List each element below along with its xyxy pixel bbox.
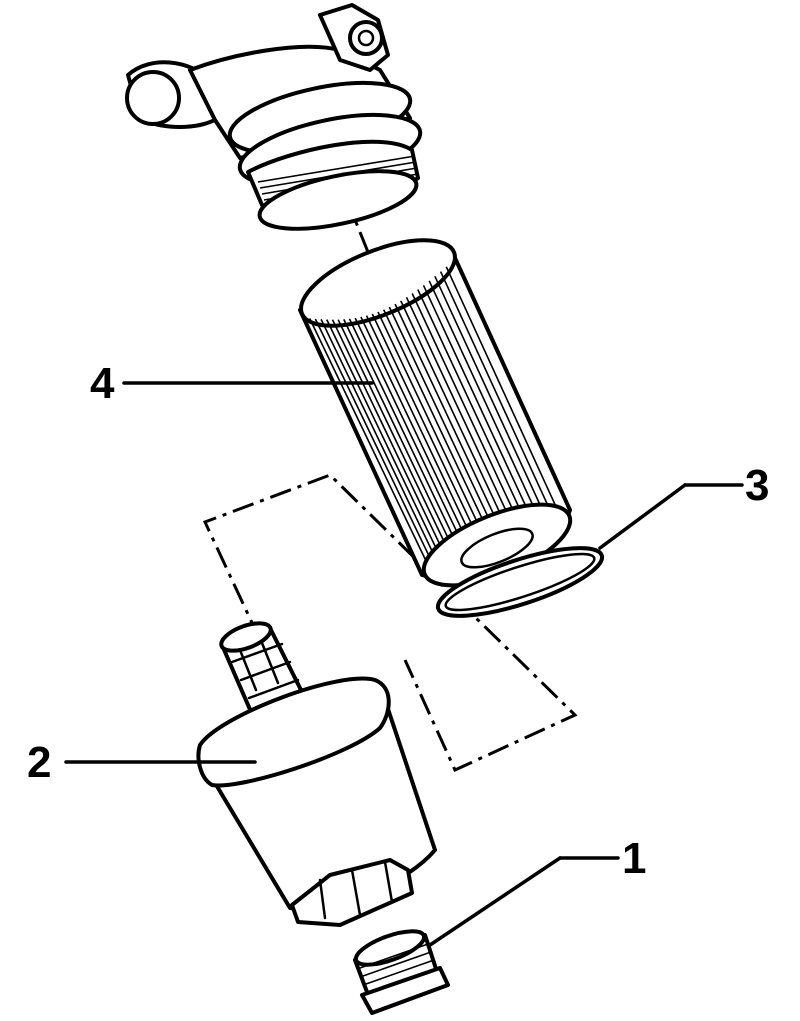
filter-pleat-line xyxy=(343,319,465,572)
leader-1-slant xyxy=(428,856,562,947)
drain-plug-head xyxy=(360,966,450,1015)
sealing-ring xyxy=(435,546,605,618)
filter-pleat-line xyxy=(354,317,476,570)
filter-pleat-line xyxy=(360,316,481,568)
filter-pleat-line xyxy=(434,275,551,527)
cap-hex-facets xyxy=(318,860,394,920)
leader-lines xyxy=(64,381,744,947)
callout-1: 1 xyxy=(622,834,646,883)
callout-3: 3 xyxy=(745,461,769,510)
filter-pleats xyxy=(308,266,562,573)
filter-pleat-line xyxy=(405,296,524,548)
filter-pleat-line xyxy=(365,315,486,567)
filter-pleat-line xyxy=(411,293,530,544)
filter-pleat-line xyxy=(417,289,535,540)
callout-2: 2 xyxy=(27,738,51,787)
filter-pleat-line xyxy=(394,303,513,555)
filter-pleat-line xyxy=(337,319,460,572)
filter-pleat-line xyxy=(308,318,433,573)
filter-pleat-line xyxy=(320,318,443,573)
filter-element-top-cap xyxy=(299,238,457,328)
filter-housing-head xyxy=(125,3,423,231)
filter-element-bore xyxy=(460,527,534,569)
pipe-opening xyxy=(125,70,181,126)
nut-bore xyxy=(357,29,375,47)
filter-cap xyxy=(196,621,437,927)
filter-pleat-line xyxy=(445,266,562,518)
callout-4: 4 xyxy=(90,359,115,408)
sealing-ring-inner xyxy=(444,552,596,612)
drain-plug-threads xyxy=(359,943,435,985)
filter-pleat-line xyxy=(428,280,546,531)
filter-pleat-line xyxy=(439,271,556,522)
filter-pleat-line xyxy=(348,318,470,571)
drain-plug xyxy=(353,929,450,1015)
drain-plug-top xyxy=(353,929,427,967)
strainer-top xyxy=(219,621,273,653)
mounting-nut xyxy=(348,20,384,56)
cap-hex-drive xyxy=(290,858,414,927)
cap-top-flange xyxy=(196,676,391,788)
filter-pleat-line xyxy=(400,300,519,551)
strainer-slots xyxy=(230,641,300,700)
filter-pleat-line xyxy=(331,319,454,573)
filter-element xyxy=(298,238,573,588)
filter-pleat-line xyxy=(314,318,438,573)
leader-3-slant xyxy=(598,483,687,550)
housing-opening xyxy=(257,169,419,231)
filter-pleat-line xyxy=(422,284,540,536)
filter-pleat-line xyxy=(326,319,449,573)
